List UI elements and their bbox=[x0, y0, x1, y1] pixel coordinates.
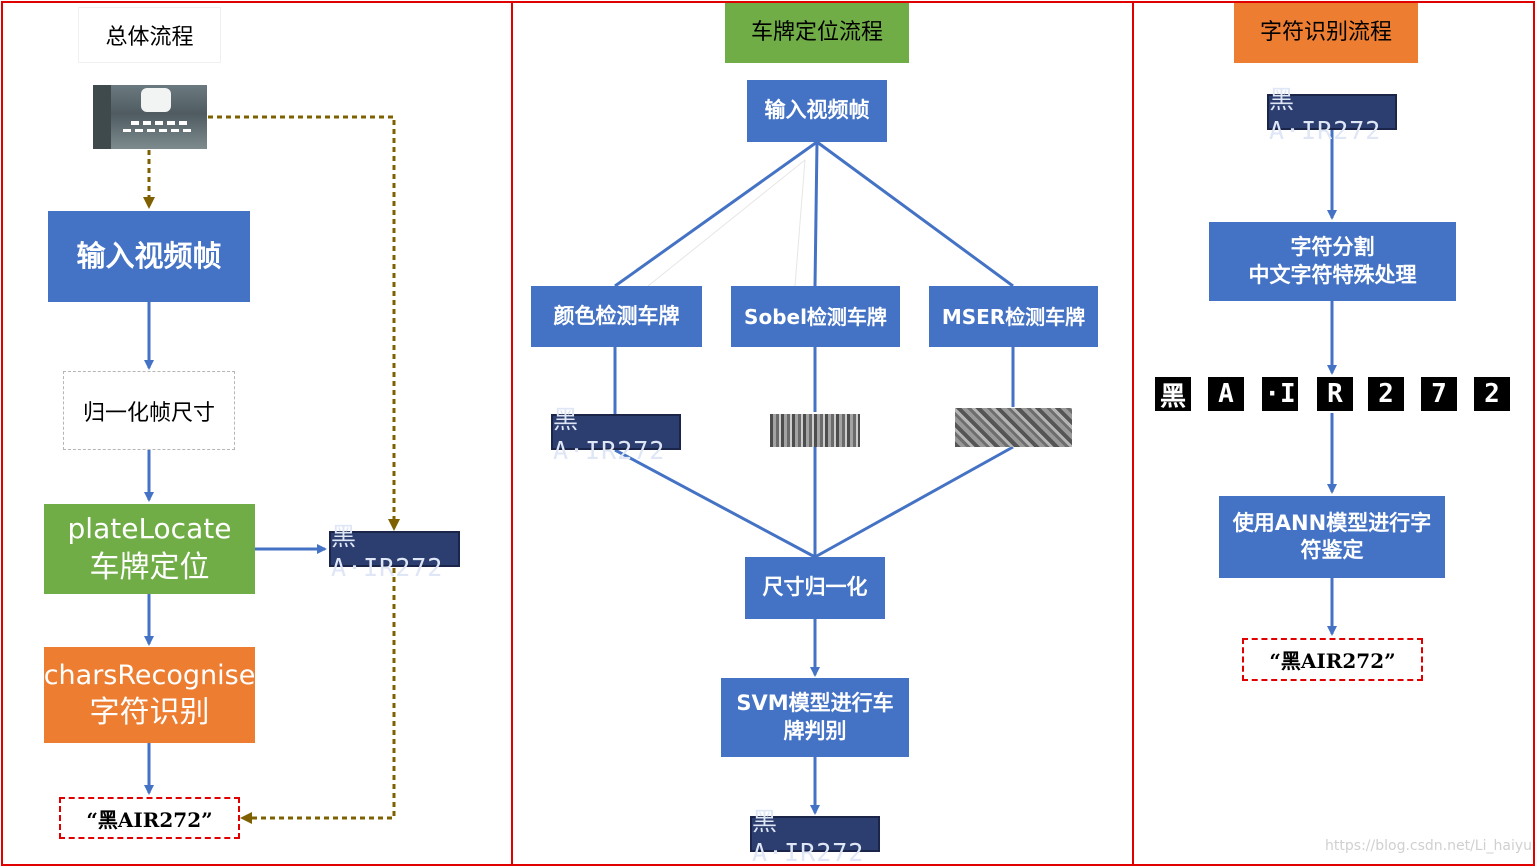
size-normalize-box: 尺寸归一化 bbox=[745, 557, 885, 619]
segment-line1: 字符分割 bbox=[1290, 235, 1375, 260]
overall-locate-line1: plateLocate bbox=[67, 512, 232, 546]
overall-input-frame-box: 输入视频帧 bbox=[48, 211, 250, 302]
char-segment-box: 字符分割 中文字符特殊处理 bbox=[1209, 222, 1456, 301]
overall-normalize-box: 归一化帧尺寸 bbox=[63, 371, 235, 450]
svm-judge-box: SVM模型进行车 牌判别 bbox=[721, 678, 909, 757]
dashed-arrow-image-plate bbox=[208, 115, 400, 531]
svm-line2: 牌判别 bbox=[783, 718, 847, 743]
overall-title: 总体流程 bbox=[78, 7, 221, 63]
overall-recog-line2: 字符识别 bbox=[89, 695, 210, 731]
recog-plate-image: 黑A·IR272 bbox=[1267, 85, 1397, 145]
dashed-arrow-plate-result bbox=[240, 568, 396, 824]
mser-detect-candidate-image bbox=[955, 408, 1072, 447]
video-frame-thumbnail bbox=[93, 85, 207, 149]
sobel-detect-box: Sobel检测车牌 bbox=[731, 286, 900, 347]
color-detect-box: 颜色检测车牌 bbox=[531, 286, 702, 347]
overall-recog-line1: charsRecognise bbox=[43, 659, 256, 691]
recog-result-box: “黑AIR272” bbox=[1242, 638, 1423, 681]
segmented-char-2: A bbox=[1208, 377, 1244, 411]
watermark: https://blog.csdn.net/Li_haiyu bbox=[1325, 838, 1532, 854]
segmented-char-4: R bbox=[1317, 377, 1353, 411]
ann-line2: 符鉴定 bbox=[1300, 538, 1364, 562]
overall-chars-recognise-box: charsRecognise 字符识别 bbox=[44, 647, 255, 743]
overall-locate-line2: 车牌定位 bbox=[89, 549, 210, 585]
overall-result-box: “黑AIR272” bbox=[59, 797, 240, 839]
svm-line1: SVM模型进行车 bbox=[736, 691, 894, 716]
sobel-detect-candidate-image bbox=[770, 414, 860, 447]
locate-input-frame-box: 输入视频帧 bbox=[747, 80, 887, 142]
overall-plate-locate-box: plateLocate 车牌定位 bbox=[44, 504, 255, 594]
overall-plate-image: 黑A·IR272 bbox=[329, 522, 460, 582]
segmented-char-5: 2 bbox=[1368, 377, 1404, 411]
locate-title: 车牌定位流程 bbox=[725, 3, 909, 63]
recog-title: 字符识别流程 bbox=[1234, 3, 1418, 63]
segment-line2: 中文字符特殊处理 bbox=[1248, 262, 1417, 287]
color-detect-plate-image: 黑A·IR272 bbox=[551, 405, 681, 465]
locate-output-plate-image: 黑A·IR272 bbox=[750, 807, 880, 867]
segmented-char-1: 黑 bbox=[1155, 377, 1191, 412]
segmented-char-6: 7 bbox=[1421, 377, 1457, 411]
segmented-char-7: 2 bbox=[1474, 377, 1510, 411]
ann-identify-box: 使用ANN模型进行字 符鉴定 bbox=[1219, 496, 1445, 578]
ann-line1: 使用ANN模型进行字 bbox=[1232, 510, 1432, 535]
segmented-char-3: ·I bbox=[1262, 377, 1298, 411]
mser-detect-box: MSER检测车牌 bbox=[929, 286, 1098, 347]
recog-panel bbox=[1132, 1, 1535, 866]
